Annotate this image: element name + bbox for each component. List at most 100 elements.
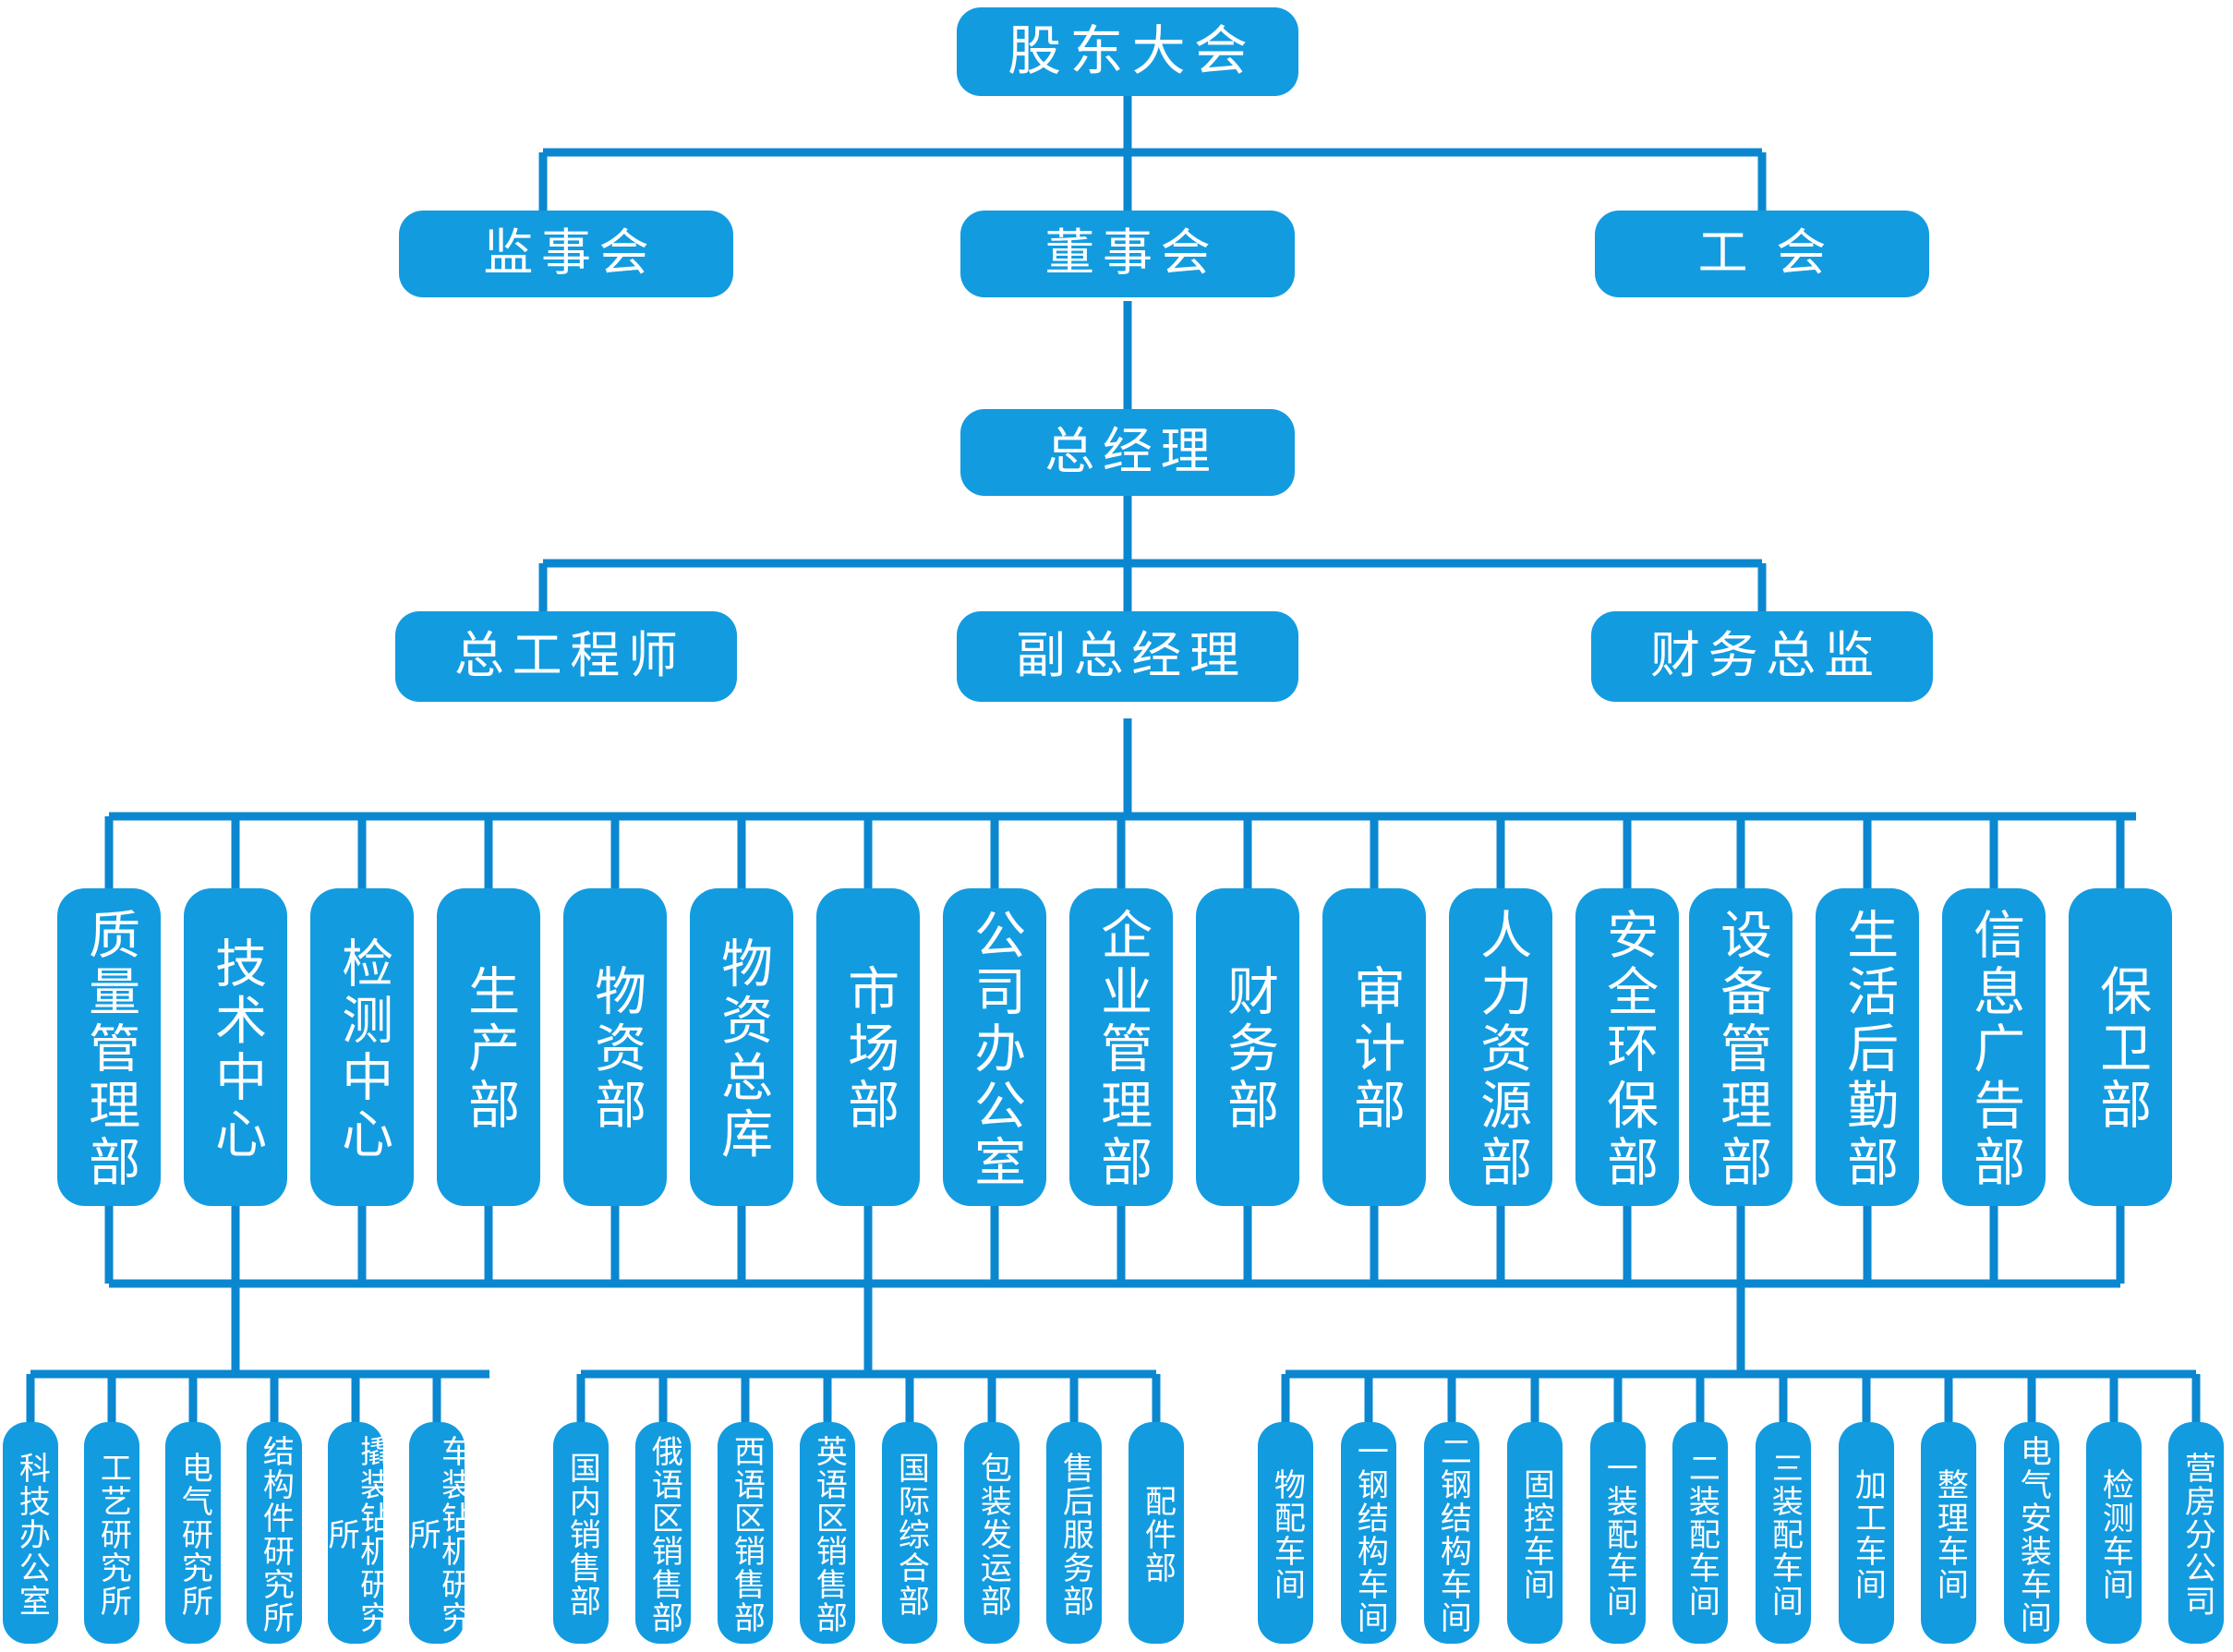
node-label: 撬装钻机研究所	[328, 1434, 383, 1634]
node-label: 售后服务部	[1057, 1451, 1092, 1618]
node-department-technology-center[interactable]: 技术中心	[184, 888, 287, 1206]
node-label: 企业管理部	[1092, 907, 1151, 1192]
node-department-enterprise-management[interactable]: 企业管理部	[1069, 888, 1173, 1206]
node-label: 国内销售部	[564, 1451, 599, 1618]
node-subitem-english-region-sales[interactable]: 英语区销售部	[800, 1422, 855, 1644]
node-subitem-skid-rig-institute[interactable]: 撬装钻机研究所	[328, 1422, 383, 1644]
node-label: 工艺研究所	[95, 1451, 130, 1618]
node-department-human-resources[interactable]: 人力资源部	[1449, 888, 1552, 1206]
node-subitem-packaging-shipping[interactable]: 包装发运部	[964, 1422, 1020, 1644]
node-subitem-process-institute[interactable]: 工艺研究所	[84, 1422, 139, 1644]
node-label: 生活后勤部	[1839, 907, 1897, 1192]
node-label: 设备管理部	[1712, 907, 1770, 1192]
node-subitem-russian-region-sales[interactable]: 俄语区销售部	[635, 1422, 691, 1644]
node-label: 固控车间	[1518, 1467, 1553, 1601]
node-label: 三装配车间	[1767, 1451, 1802, 1618]
node-label: 工 会	[1697, 225, 1835, 282]
node-deputy-general-manager[interactable]: 副总经理	[957, 611, 1298, 702]
node-label: 总经理	[1044, 424, 1219, 480]
node-cfo[interactable]: 财务总监	[1591, 611, 1933, 702]
node-label: 检测车间	[2097, 1467, 2132, 1601]
node-department-audit[interactable]: 审计部	[1322, 888, 1426, 1206]
node-department-materials-warehouse[interactable]: 物资总库	[690, 888, 793, 1206]
node-subitem-solids-control-workshop[interactable]: 固控车间	[1507, 1422, 1563, 1644]
node-label: 公司办公室	[966, 907, 1024, 1192]
node-board-of-supervisors[interactable]: 监事会	[399, 211, 733, 297]
node-subitem-after-sales-service[interactable]: 售后服务部	[1046, 1422, 1102, 1644]
node-subitem-barracks-branch-company[interactable]: 营房分公司	[2168, 1422, 2224, 1644]
node-label: 国际综合部	[893, 1451, 928, 1618]
node-department-finance[interactable]: 财务部	[1196, 888, 1299, 1206]
node-label: 二装配车间	[1684, 1451, 1719, 1618]
node-label: 俄语区销售部	[646, 1434, 682, 1634]
node-label: 二钢结构车间	[1435, 1434, 1470, 1634]
node-department-marketing[interactable]: 市场部	[816, 888, 920, 1206]
node-subitem-structural-parts-institute[interactable]: 结构件研究所	[247, 1422, 302, 1644]
node-subitem-assembly-workshop-3[interactable]: 三装配车间	[1756, 1422, 1811, 1644]
node-label: 检测中心	[333, 935, 392, 1164]
node-label: 生产部	[460, 964, 518, 1136]
node-department-testing-center[interactable]: 检测中心	[310, 888, 414, 1206]
node-labor-union[interactable]: 工 会	[1595, 211, 1929, 297]
node-label: 股东大会	[1008, 21, 1257, 82]
node-label: 配件部	[1140, 1484, 1175, 1585]
node-department-security[interactable]: 保卫部	[2069, 888, 2172, 1206]
node-subitem-assembly-workshop-2[interactable]: 二装配车间	[1672, 1422, 1728, 1644]
node-subitem-steel-structure-workshop-2[interactable]: 二钢结构车间	[1424, 1422, 1479, 1644]
node-label: 财务部	[1219, 964, 1277, 1136]
node-label: 财务总监	[1650, 628, 1882, 684]
node-subitem-assembly-workshop-1[interactable]: 一装配车间	[1590, 1422, 1646, 1644]
node-label: 信息广告部	[1965, 907, 2023, 1192]
node-label: 副总经理	[1016, 628, 1248, 684]
node-label: 安全环保部	[1599, 907, 1657, 1192]
node-label: 营房分公司	[2179, 1451, 2215, 1618]
node-subitem-domestic-sales[interactable]: 国内销售部	[553, 1422, 609, 1644]
node-label: 物资总库	[713, 935, 771, 1164]
node-label: 技术中心	[207, 935, 265, 1164]
node-label: 科技办公室	[14, 1451, 49, 1618]
node-chief-engineer[interactable]: 总工程师	[395, 611, 737, 702]
node-department-information-advertising[interactable]: 信息广告部	[1942, 888, 2046, 1206]
node-label: 总工程师	[454, 628, 686, 684]
node-department-quality-management[interactable]: 质量管理部	[57, 888, 161, 1206]
node-subitem-truck-rig-institute[interactable]: 车装钻机研究所	[409, 1422, 465, 1644]
node-subitem-machining-workshop[interactable]: 加工车间	[1839, 1422, 1894, 1644]
node-label: 董事会	[1044, 225, 1219, 282]
node-board-of-directors[interactable]: 董事会	[960, 211, 1295, 297]
node-department-materials[interactable]: 物资部	[563, 888, 667, 1206]
node-label: 审计部	[1346, 964, 1404, 1136]
node-label: 电气研究所	[176, 1451, 211, 1618]
node-subitem-steel-structure-workshop-1[interactable]: 一钢结构车间	[1341, 1422, 1396, 1644]
node-label: 监事会	[483, 225, 658, 282]
node-label: 物资部	[586, 964, 645, 1136]
node-subitem-material-distribution-workshop[interactable]: 物配车间	[1258, 1422, 1313, 1644]
node-label: 结构件研究所	[258, 1434, 293, 1634]
node-label: 电气安装车间	[2015, 1434, 2050, 1634]
node-department-living-logistics[interactable]: 生活后勤部	[1816, 888, 1919, 1206]
node-department-production[interactable]: 生产部	[437, 888, 540, 1206]
node-subitem-science-tech-office[interactable]: 科技办公室	[3, 1422, 58, 1644]
node-label: 人力资源部	[1472, 907, 1530, 1192]
node-label: 一钢结构车间	[1352, 1434, 1387, 1634]
node-label: 一装配车间	[1601, 1451, 1636, 1618]
node-department-safety-environment[interactable]: 安全环保部	[1575, 888, 1679, 1206]
node-subitem-inspection-workshop[interactable]: 检测车间	[2086, 1422, 2142, 1644]
node-label: 质量管理部	[80, 907, 139, 1192]
node-general-manager[interactable]: 总经理	[960, 409, 1295, 496]
node-label: 整理车间	[1932, 1467, 1967, 1601]
node-subitem-international-general[interactable]: 国际综合部	[882, 1422, 937, 1644]
node-label: 保卫部	[2092, 964, 2150, 1136]
node-label: 西语区销售部	[729, 1434, 764, 1634]
node-department-equipment-management[interactable]: 设备管理部	[1689, 888, 1792, 1206]
node-shareholders-meeting[interactable]: 股东大会	[957, 7, 1298, 96]
node-label: 市场部	[839, 964, 898, 1136]
node-subitem-finishing-workshop[interactable]: 整理车间	[1921, 1422, 1976, 1644]
node-subitem-spare-parts[interactable]: 配件部	[1129, 1422, 1184, 1644]
node-label: 英语区销售部	[811, 1434, 846, 1634]
node-subitem-electrical-institute[interactable]: 电气研究所	[165, 1422, 221, 1644]
node-label: 车装钻机研究所	[409, 1434, 465, 1634]
node-subitem-spanish-region-sales[interactable]: 西语区销售部	[718, 1422, 773, 1644]
node-department-company-office[interactable]: 公司办公室	[943, 888, 1046, 1206]
node-subitem-electrical-installation-workshop[interactable]: 电气安装车间	[2004, 1422, 2059, 1644]
